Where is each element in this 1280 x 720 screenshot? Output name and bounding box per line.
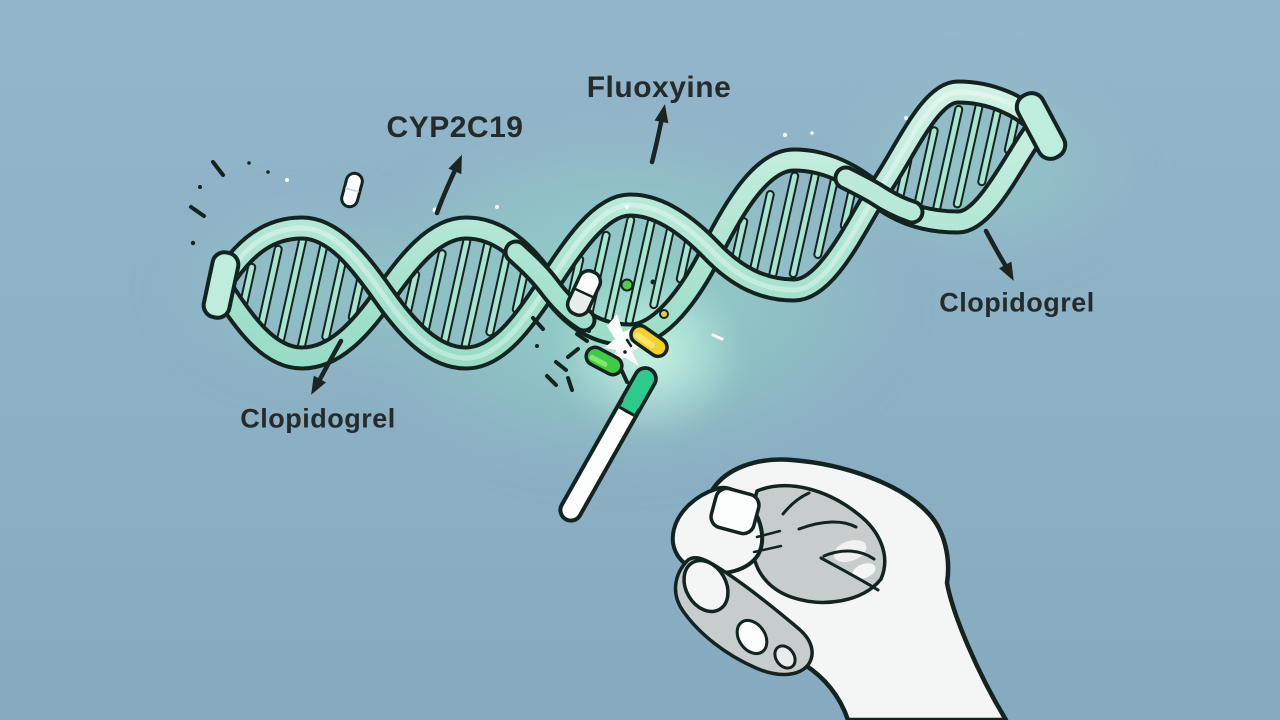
dna-rung (932, 106, 962, 218)
dna-rung (440, 239, 470, 350)
dna-rung (954, 96, 984, 207)
dna-rung (815, 169, 839, 257)
pill-white-small (340, 171, 364, 209)
hand-illustration (670, 457, 1009, 720)
dna-rung (749, 192, 773, 280)
dna-rung (298, 239, 328, 350)
finger-separation-lines (781, 491, 880, 592)
arrow-cyp2c19 (434, 154, 462, 216)
dna-rung (257, 246, 281, 335)
label-clopidogrel-right: Clopidogrel (939, 287, 1095, 318)
arrow-clopidogrel-right (983, 228, 1014, 281)
marker-pen (558, 366, 658, 523)
dna-end-cap-right (1014, 91, 1068, 161)
arrow-clopidogrel-left (311, 338, 344, 395)
dna-rung (626, 213, 656, 324)
dna-rung (979, 96, 1003, 185)
fingertip-highlight (852, 563, 876, 579)
dna-rung (276, 237, 306, 348)
pill-green (584, 345, 624, 377)
label-fluoxyine: Fluoxyine (586, 71, 732, 104)
dna-rung (462, 237, 492, 348)
dna-rung (487, 246, 511, 335)
dna-rung (768, 173, 798, 284)
dna-rung (323, 251, 347, 340)
pill-yellow (629, 323, 669, 359)
spark-dots (190, 161, 656, 348)
particle-yellow-dot (659, 309, 669, 319)
spark-marks (189, 160, 629, 392)
dna-rung (913, 128, 937, 217)
dna-strand-front (207, 79, 1053, 371)
dna-end-cap-left (201, 250, 241, 320)
finger-nail (735, 618, 769, 656)
thumb-nail (709, 486, 761, 536)
pill-capsule-white (565, 269, 603, 317)
finger-knuckle (682, 558, 730, 614)
label-clopidogrel-left: Clopidogrel (240, 403, 396, 434)
thumb-creases (752, 529, 783, 554)
dna-rung (790, 166, 820, 277)
particle-green-dot (620, 278, 634, 292)
dna-rung (604, 217, 634, 328)
arrow-fluoxyine (649, 104, 669, 165)
dna-rung (651, 219, 675, 308)
label-cyp2c19: CYP2C19 (386, 111, 524, 144)
dna-rung (421, 251, 445, 340)
annotation-arrows (311, 104, 1014, 395)
finger-nail (773, 644, 797, 670)
